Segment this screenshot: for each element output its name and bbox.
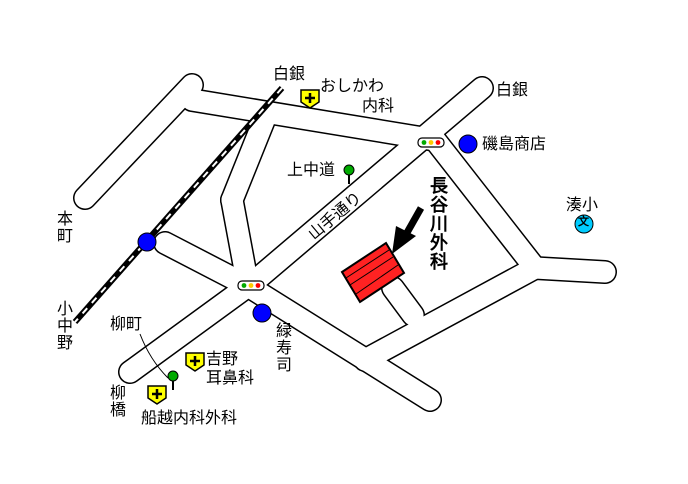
label-konakano: 小中野 <box>54 300 73 351</box>
destination-building <box>340 241 406 304</box>
label-hakugin-top: 白銀 <box>273 64 306 83</box>
store-dot-icon <box>458 134 478 154</box>
tree-icon <box>167 370 179 390</box>
label-yoshino-dept: 耳鼻科 <box>206 368 255 387</box>
label-kaminakamichi: 上中道 <box>287 160 336 179</box>
destination-arrow-icon <box>392 206 425 254</box>
railway-line <box>72 86 285 324</box>
clinic-cross-icon <box>147 385 167 405</box>
label-midori-sushi: 緑寿司 <box>273 322 292 373</box>
school-mark-label: 文 <box>578 215 589 228</box>
school-icon <box>574 214 594 234</box>
traffic-signal-icon <box>237 280 265 291</box>
label-hakugin-right: 白銀 <box>496 80 529 99</box>
label-isoshima-store: 磯島商店 <box>482 134 547 153</box>
clinic-cross-icon <box>185 352 205 372</box>
label-hasegawa-clinic: 長谷川外科 <box>427 176 448 271</box>
traffic-signal-icon <box>417 137 445 148</box>
leader-line <box>139 333 169 379</box>
label-yanagibashi: 柳橋 <box>107 384 126 418</box>
label-yoshino-name: 吉野 <box>206 349 239 368</box>
clinic-cross-icon <box>300 89 320 109</box>
label-honmachi: 本町 <box>54 210 73 244</box>
station-dot-icon <box>137 232 157 252</box>
label-yanagimachi: 柳町 <box>110 314 143 333</box>
tree-icon <box>343 164 355 184</box>
label-oshikawa-name: おしかわ <box>320 76 385 95</box>
label-funakoshi-clinic: 船越内科外科 <box>141 408 238 427</box>
road-fills <box>74 74 616 411</box>
label-oshikawa-dept: 内科 <box>362 96 395 115</box>
store-dot-icon <box>252 303 272 323</box>
label-minato-school: 湊小 <box>566 195 599 214</box>
